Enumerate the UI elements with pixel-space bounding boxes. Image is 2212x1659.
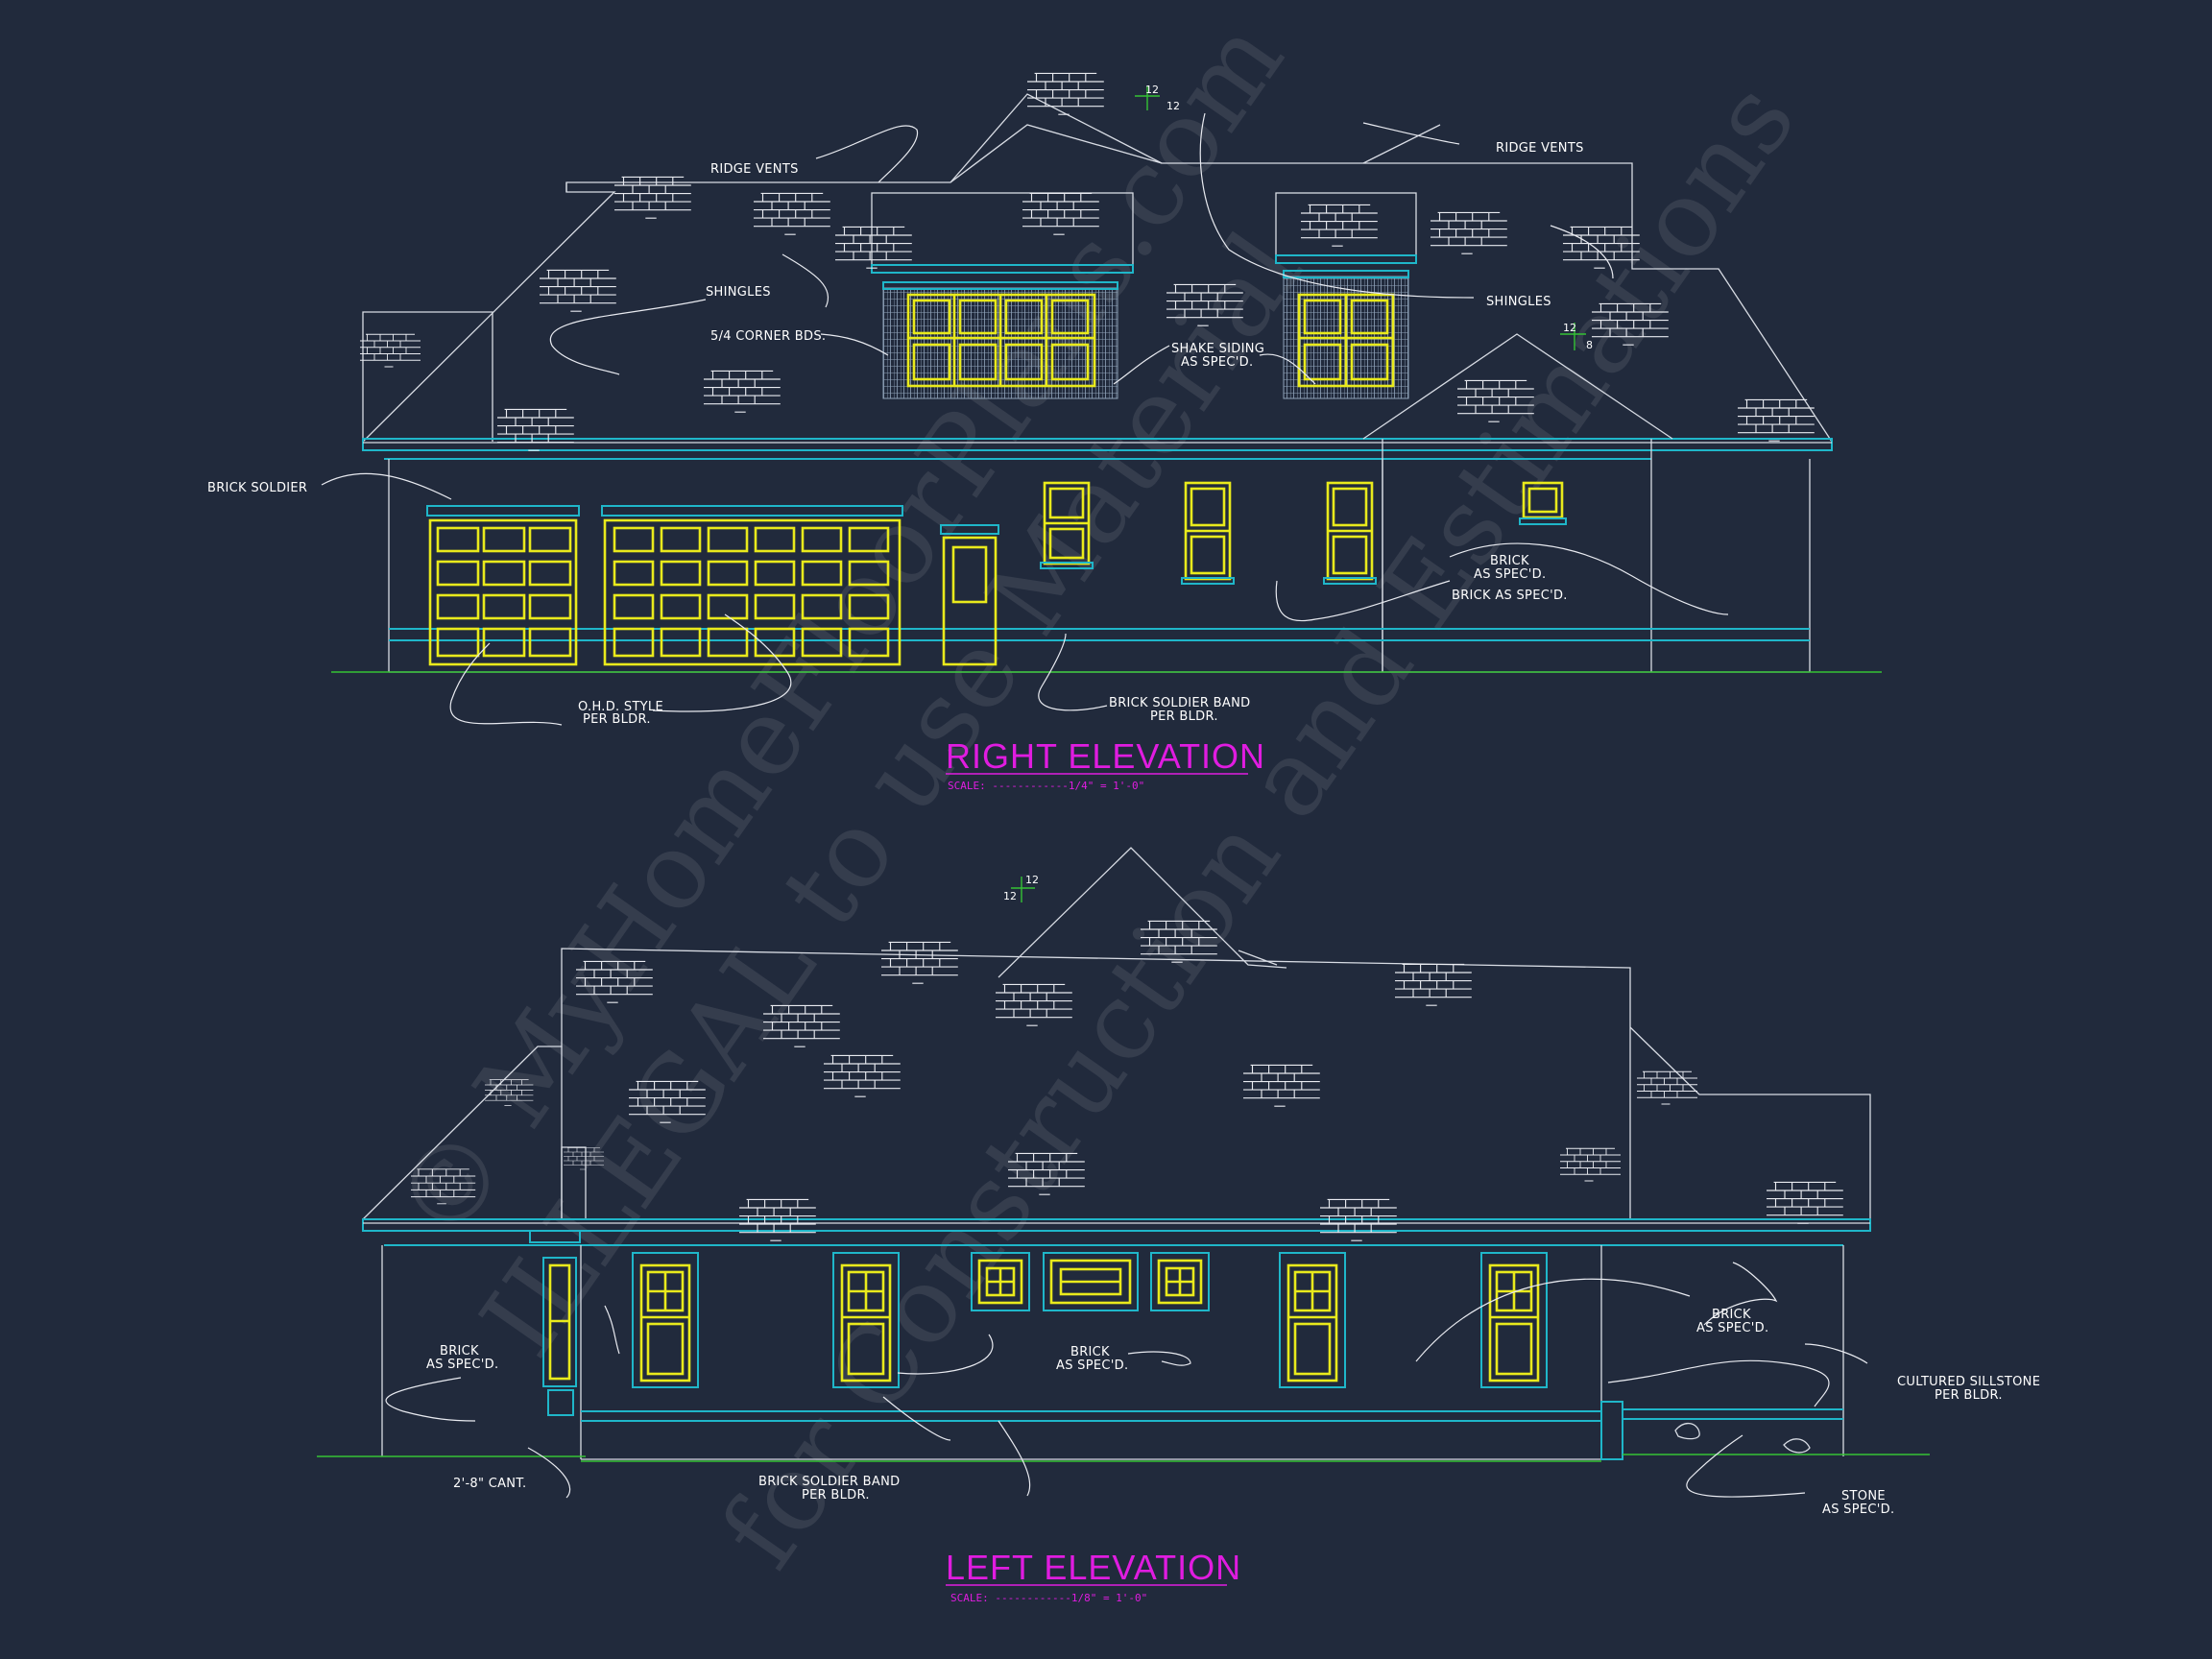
note-shake-siding: SHAKE SIDING — [1171, 342, 1264, 356]
brick-symbol — [1242, 1064, 1321, 1107]
left-elevation-title-block: LEFT ELEVATION SCALE: ------------1/8" =… — [946, 1548, 1241, 1604]
note-stone: AS SPEC'D. — [1822, 1503, 1894, 1517]
brick-symbol — [1300, 204, 1379, 247]
brick-symbol — [1636, 1070, 1698, 1105]
brick-symbol — [1430, 211, 1508, 254]
note-shingles: SHINGLES — [1486, 295, 1551, 309]
right-openings — [426, 293, 1567, 666]
brick-symbol — [539, 269, 617, 312]
brick-symbol — [1026, 72, 1105, 115]
left-notes: BRICK AS SPEC'D. BRICK AS SPEC'D. BRICK … — [426, 1308, 2040, 1517]
note-soldier-band: BRICK SOLDIER BAND — [1109, 696, 1250, 710]
slope-run: 12 — [1003, 890, 1017, 902]
note-ohd-style: O.H.D. STYLE — [578, 700, 663, 714]
left-ground-line — [317, 1454, 1930, 1462]
stone-symbols — [1674, 1423, 1811, 1454]
note-soldier-band: BRICK SOLDIER BAND — [758, 1475, 900, 1489]
right-leaders — [321, 112, 1729, 726]
right-elevation-scale: SCALE: ------------1/4" = 1'-0" — [948, 780, 1144, 792]
right-window-2 — [1181, 481, 1235, 585]
note-brick: AS SPEC'D. — [1696, 1321, 1768, 1335]
brick-symbol — [496, 408, 575, 451]
brick-symbol — [613, 176, 692, 219]
slope-rise: 12 — [1025, 874, 1039, 886]
left-window-2 — [832, 1252, 900, 1388]
left-elevation: 12 12 BRICK AS SPEC'D. BRICK AS SPEC'D. … — [317, 847, 2040, 1604]
brick-symbol — [359, 333, 421, 368]
left-openings — [542, 1252, 1548, 1416]
note-brick: AS SPEC'D. — [426, 1358, 498, 1372]
note-brick: BRICK — [440, 1344, 479, 1358]
note-shingles: SHINGLES — [706, 285, 771, 300]
right-window-3 — [1323, 481, 1377, 585]
slope-rise: 12 — [1145, 84, 1159, 96]
left-window-transom-2 — [1043, 1252, 1139, 1311]
note-brick: AS SPEC'D. — [1474, 567, 1546, 582]
left-window-transom-3 — [1150, 1252, 1210, 1311]
note-cantilever: 2'-8" CANT. — [453, 1477, 526, 1491]
brick-symbol — [834, 226, 913, 269]
note-soldier-band: PER BLDR. — [1150, 709, 1218, 724]
garage-door-small — [426, 505, 580, 666]
brick-symbol — [1394, 963, 1473, 1006]
note-cultured-sillstone: PER BLDR. — [1935, 1388, 2003, 1403]
left-walls — [381, 1245, 1844, 1460]
right-notes: RIDGE VENTS RIDGE VENTS SHINGLES SHINGLE… — [207, 141, 1584, 727]
slope-run: 8 — [1586, 339, 1593, 351]
right-elevation: 12 12 12 8 RIDGE VENTS RID — [207, 72, 1882, 792]
left-window-narrow — [542, 1257, 577, 1416]
note-brick-soldier: BRICK SOLDIER — [207, 481, 307, 495]
right-slope-marks: 12 12 12 8 — [1135, 84, 1593, 351]
note-soldier-band: PER BLDR. — [802, 1488, 870, 1503]
note-corner-boards: 5/4 CORNER BDS. — [710, 329, 826, 344]
left-window-1 — [632, 1252, 699, 1388]
left-leaders — [385, 1262, 1868, 1499]
left-window-transom-1 — [971, 1252, 1030, 1311]
brick-symbol — [880, 941, 959, 984]
brick-symbol — [1559, 1147, 1622, 1182]
garage-door-large — [601, 505, 903, 666]
right-window-garage — [1519, 481, 1567, 525]
note-stone: STONE — [1841, 1489, 1886, 1503]
brick-symbol — [823, 1054, 902, 1097]
right-elevation-title-block: RIGHT ELEVATION SCALE: ------------1/4" … — [946, 736, 1265, 792]
right-roof — [362, 93, 1833, 672]
note-brick: BRICK — [1490, 554, 1529, 568]
dormer-window-left — [906, 293, 1096, 388]
note-brick: BRICK — [1712, 1308, 1751, 1322]
note-brick: BRICK AS SPEC'D. — [1452, 589, 1568, 603]
left-window-3 — [1279, 1252, 1346, 1388]
side-entry-door — [940, 524, 999, 666]
note-brick: AS SPEC'D. — [1056, 1358, 1128, 1373]
slope-run: 12 — [1166, 100, 1180, 112]
dormer-window-right — [1297, 293, 1395, 388]
right-elevation-title: RIGHT ELEVATION — [946, 736, 1265, 776]
note-brick: BRICK — [1070, 1345, 1110, 1359]
left-window-4 — [1480, 1252, 1548, 1388]
brick-symbol — [753, 192, 831, 235]
brick-symbol — [703, 370, 781, 413]
note-ridge-vents: RIDGE VENTS — [710, 162, 799, 177]
left-elevation-scale: SCALE: ------------1/8" = 1'-0" — [950, 1592, 1147, 1604]
note-ridge-vents: RIDGE VENTS — [1496, 141, 1584, 156]
brick-symbol — [1737, 398, 1815, 442]
note-shake-siding: AS SPEC'D. — [1181, 355, 1253, 370]
brick-symbol — [1766, 1181, 1844, 1224]
right-window-1 — [1040, 481, 1094, 569]
left-roof — [362, 847, 1871, 1246]
left-slope-marks: 12 12 — [1003, 874, 1039, 902]
note-ohd-style: PER BLDR. — [583, 712, 651, 727]
left-elevation-title: LEFT ELEVATION — [946, 1548, 1241, 1587]
slope-rise: 12 — [1563, 322, 1576, 334]
note-cultured-sillstone: CULTURED SILLSTONE — [1897, 1375, 2040, 1389]
